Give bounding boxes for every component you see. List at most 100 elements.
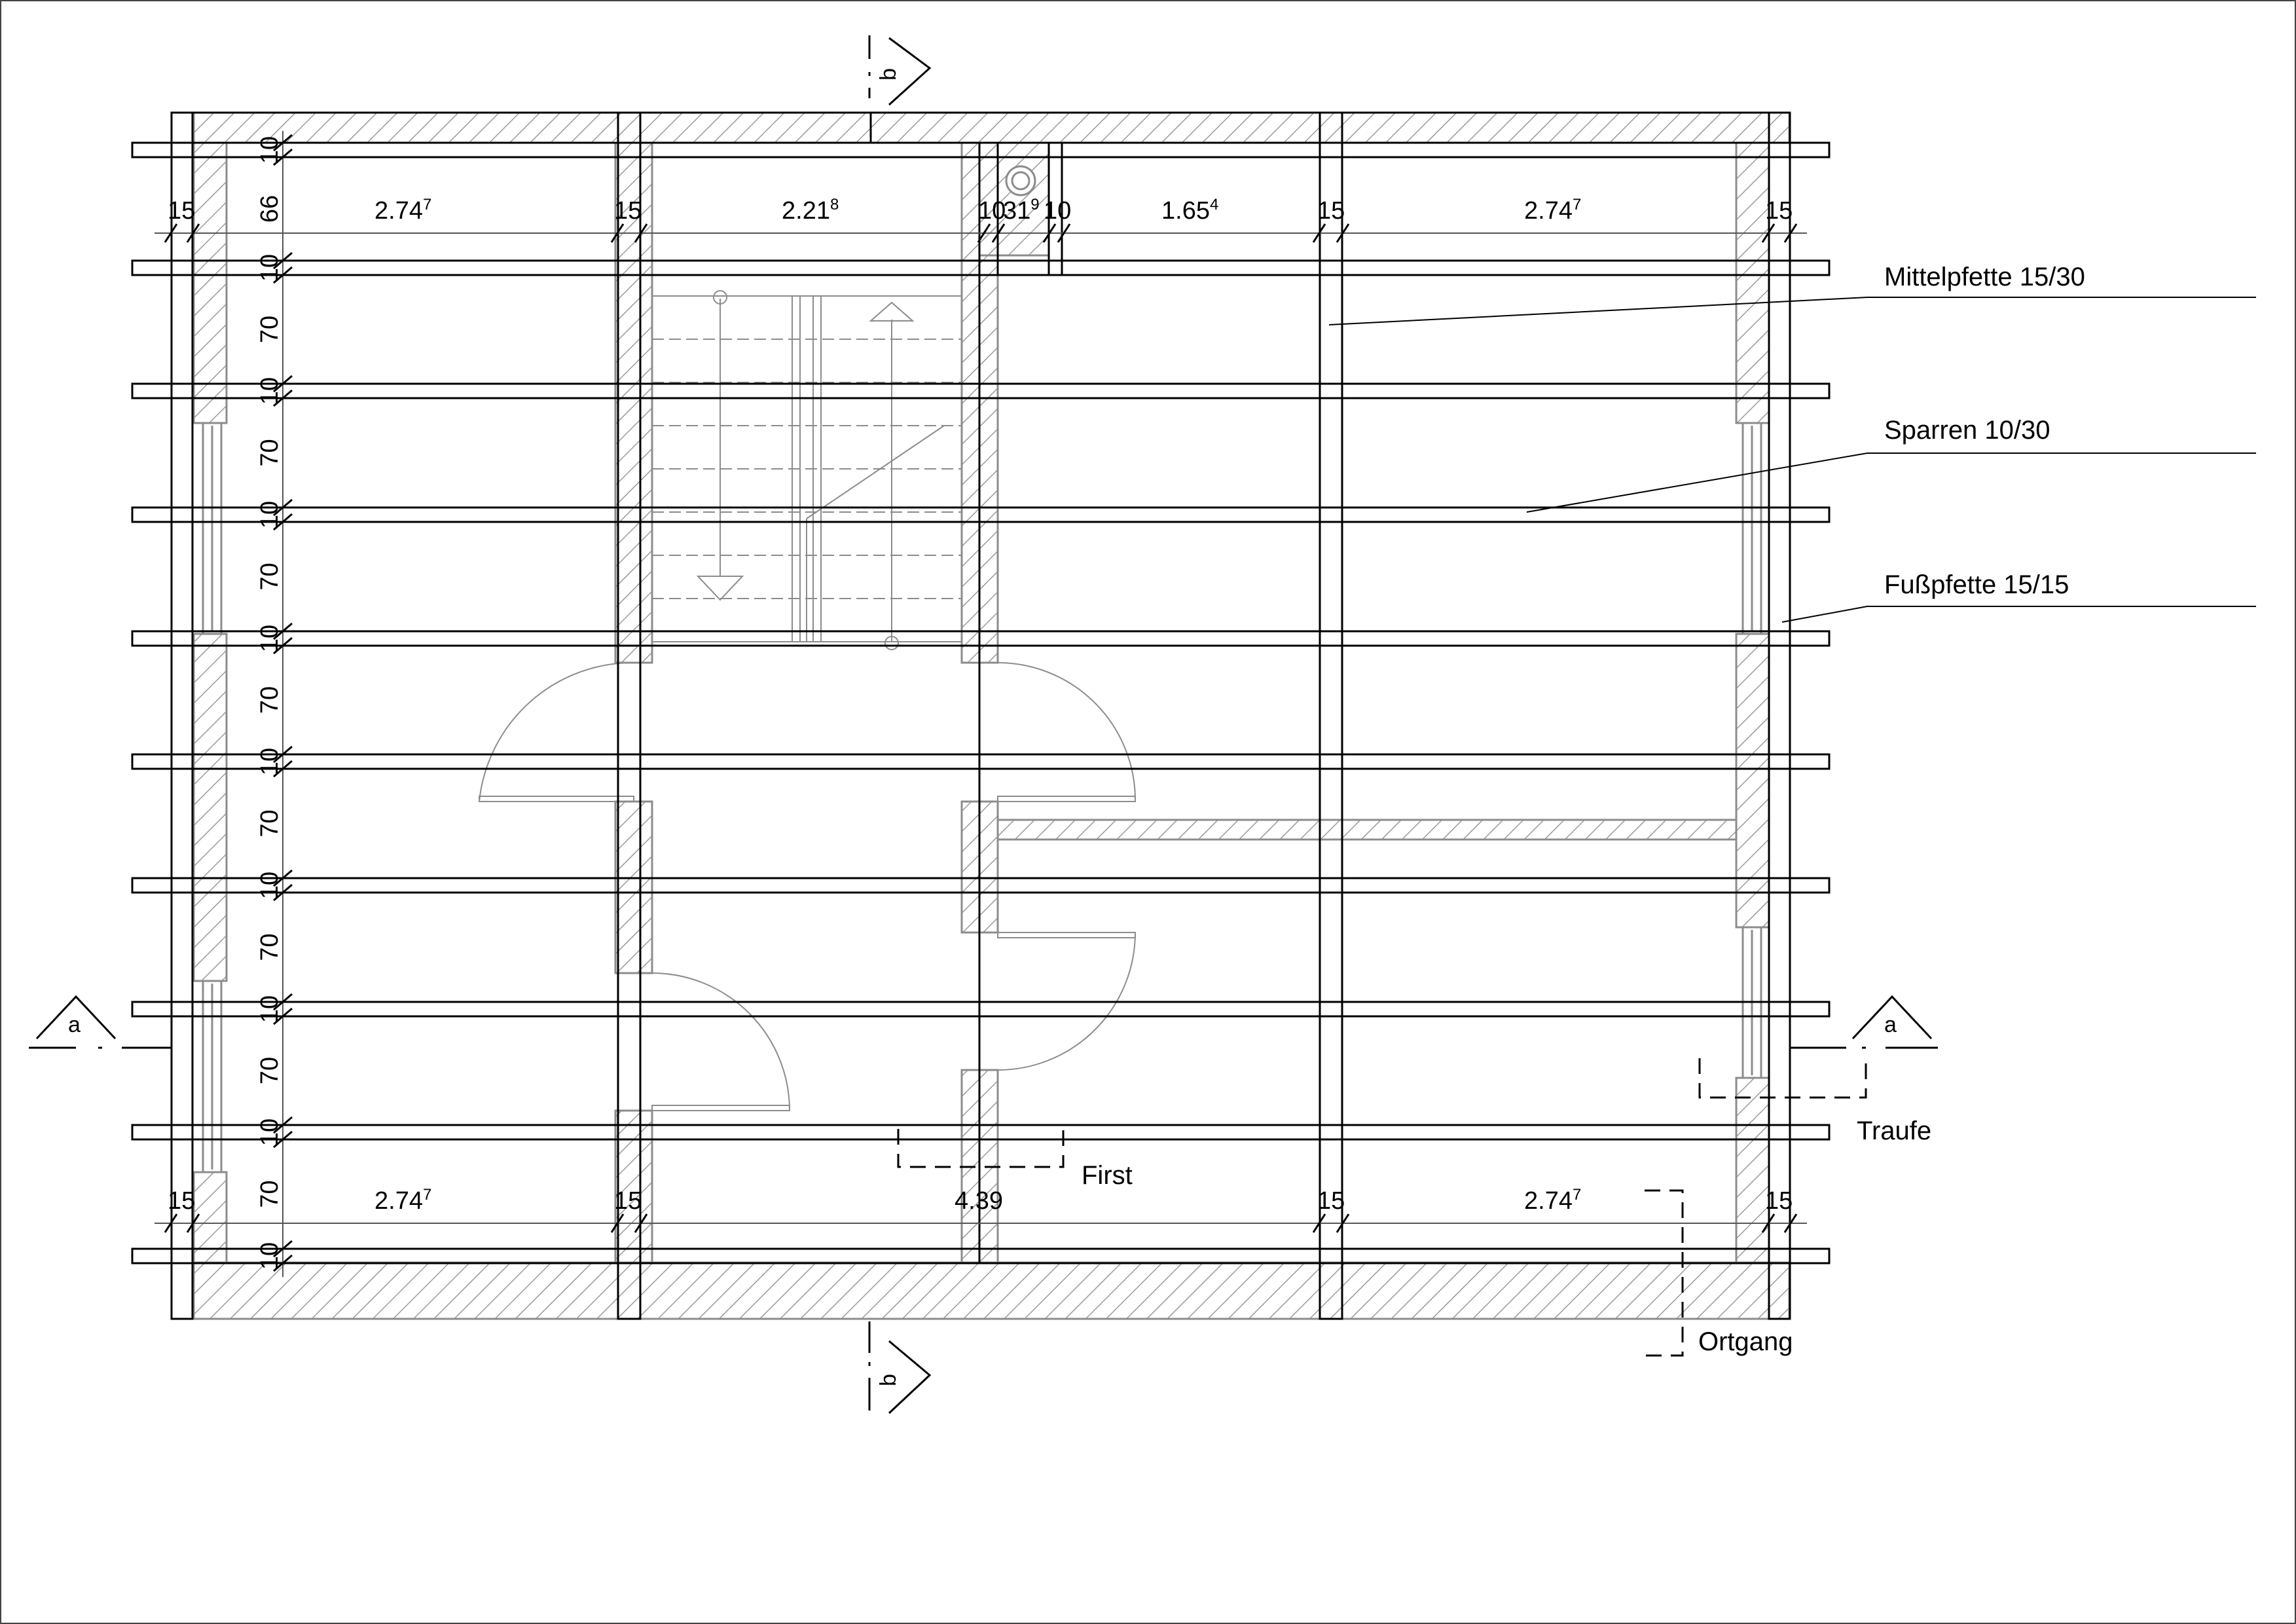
bottom-dim-1: 15 xyxy=(168,1187,195,1215)
rafters xyxy=(131,141,1831,1264)
wall-right-2 xyxy=(1735,633,1770,929)
rafter-8 xyxy=(131,1001,1831,1018)
top-dim-1: 15 xyxy=(168,197,195,225)
wall-bottom xyxy=(192,1261,1791,1320)
vertical-dim-tick xyxy=(273,760,293,778)
dimension-ticks xyxy=(164,223,1798,1233)
window-left-1 xyxy=(202,422,223,635)
vertical-dim-label: 70 xyxy=(256,563,283,590)
vertical-dim-label: 10 xyxy=(256,254,283,282)
vertical-dim-label: 10 xyxy=(256,377,283,405)
stair-down-arrow-icon xyxy=(696,576,744,601)
door-swing-2 xyxy=(997,662,1137,802)
top-dim-8: 1.654 xyxy=(1161,196,1218,225)
door-swing-3 xyxy=(651,972,791,1111)
stair-start-icon xyxy=(713,290,727,304)
vertical-dim-tick xyxy=(273,1007,293,1025)
vertical-dim-tick xyxy=(273,375,293,393)
window-left-2 xyxy=(202,980,223,1173)
top-dim-7: 10 xyxy=(1044,197,1071,225)
bottom-dimensions: 15 2.747 15 4.39 15 2.747 15 xyxy=(168,1186,1793,1215)
vertical-dim-tick xyxy=(273,745,293,764)
label-sparren: Sparren 10/30 xyxy=(1884,416,2050,445)
door-swing-4 xyxy=(997,932,1137,1071)
label-ortgang: Ortgang xyxy=(1698,1327,1793,1356)
vertical-dim-tick xyxy=(273,498,293,517)
vertical-dim-label: 10 xyxy=(256,625,283,652)
top-dim-2: 2.747 xyxy=(374,196,431,225)
vertical-dim-label: 70 xyxy=(256,1057,283,1084)
stair-end-icon xyxy=(884,636,899,650)
vertical-dim-label: 10 xyxy=(256,501,283,528)
wall-inner-left-3 xyxy=(614,1109,653,1264)
vertical-dim-label: 10 xyxy=(256,136,283,164)
fusspfette-right xyxy=(1768,111,1791,1320)
rafter-4 xyxy=(131,506,1831,523)
section-marker-b-top xyxy=(868,35,932,106)
vertical-dim-tick xyxy=(273,637,293,655)
vertical-dim-label: 10 xyxy=(256,1118,283,1146)
leader-lines xyxy=(1328,297,2256,623)
callout-traufe xyxy=(1698,1058,1867,1099)
vertical-dim-tick xyxy=(273,883,293,902)
section-label-b-top: q xyxy=(879,68,903,81)
wall-inner-left-1 xyxy=(614,141,653,664)
window-right-1 xyxy=(1741,422,1762,635)
stair-up-arrow-icon xyxy=(869,301,915,322)
fusspfette-left xyxy=(170,111,194,1320)
vertical-dim-label: 10 xyxy=(256,1242,283,1270)
dimension-lines xyxy=(155,131,1807,1277)
section-label-b-bottom: q xyxy=(879,1374,903,1386)
section-marker-a-left xyxy=(29,995,172,1049)
top-dimensions: 15 2.747 15 2.218 10 319 10 1.654 15 2.7… xyxy=(168,196,1793,225)
walls xyxy=(192,111,1791,1320)
rafter-6 xyxy=(131,753,1831,770)
section-marker-a-right xyxy=(1790,995,1938,1049)
wall-right-1 xyxy=(1735,141,1770,424)
top-dim-4: 2.218 xyxy=(782,196,839,225)
top-dim-5: 10 xyxy=(978,197,1006,225)
top-dim-3: 15 xyxy=(614,197,642,225)
vertical-dim-tick xyxy=(273,251,293,270)
label-first: First xyxy=(1082,1161,1133,1190)
bottom-dim-4: 4.39 xyxy=(955,1187,1003,1215)
vertical-dim-tick xyxy=(273,993,293,1011)
detail-callouts xyxy=(897,1058,1867,1357)
vertical-dim-tick xyxy=(273,513,293,531)
vertical-dim-tick xyxy=(273,266,293,284)
vertical-dim-label: 70 xyxy=(256,439,283,466)
vertical-dim-tick xyxy=(273,389,293,407)
section-label-a-left: a xyxy=(68,1012,81,1037)
vertical-dim-tick xyxy=(273,1130,293,1149)
vertical-dim-label: 10 xyxy=(256,748,283,775)
vertical-dim-tick xyxy=(273,869,293,887)
section-label-a-right: a xyxy=(1884,1012,1897,1037)
mittelpfette-right xyxy=(1319,111,1343,1320)
top-dim-9: 15 xyxy=(1317,197,1345,225)
vertical-dim-label: 70 xyxy=(256,933,283,961)
bottom-dim-7: 15 xyxy=(1765,1187,1793,1215)
rafter-5 xyxy=(131,630,1831,647)
vertical-dim-label: 10 xyxy=(256,995,283,1023)
rafter-1 xyxy=(131,141,1831,158)
label-traufe: Traufe xyxy=(1857,1116,1931,1145)
label-mittelpfette: Mittelpfette 15/30 xyxy=(1884,263,2085,291)
bottom-dim-2: 2.747 xyxy=(374,1186,431,1215)
vertical-dim-tick xyxy=(273,1116,293,1134)
rafter-9 xyxy=(131,1124,1831,1141)
wall-right-3 xyxy=(1735,1077,1770,1264)
wall-inner-horizontal xyxy=(996,819,1738,841)
top-dim-11: 15 xyxy=(1765,197,1793,225)
rafter-7 xyxy=(131,877,1831,894)
wall-inner-left-2 xyxy=(614,800,653,974)
section-marker-b-bottom xyxy=(868,1321,932,1414)
vertical-dim-label: 70 xyxy=(256,809,283,837)
vertical-dim-label: 66 xyxy=(256,195,283,223)
rafter-2 xyxy=(131,259,1831,276)
wall-left-2 xyxy=(192,633,228,982)
vertical-dim-tick xyxy=(273,1254,293,1272)
chimney-flue-icon xyxy=(1005,165,1036,196)
